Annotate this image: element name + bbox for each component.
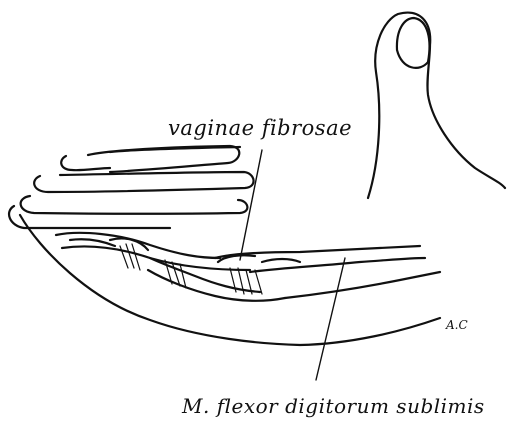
flexor-digitorum-sublimis-label: M. flexor digitorum sublimis — [182, 394, 485, 418]
leader-line-top — [240, 150, 262, 260]
finger-outlines — [9, 146, 440, 345]
artist-signature: A.C — [446, 318, 468, 332]
tendon-sheath-detail — [56, 233, 440, 301]
leader-line-bottom — [316, 258, 345, 380]
thumb-outline — [368, 13, 505, 198]
vaginae-fibrosae-label: vaginae fibrosae — [168, 116, 352, 140]
